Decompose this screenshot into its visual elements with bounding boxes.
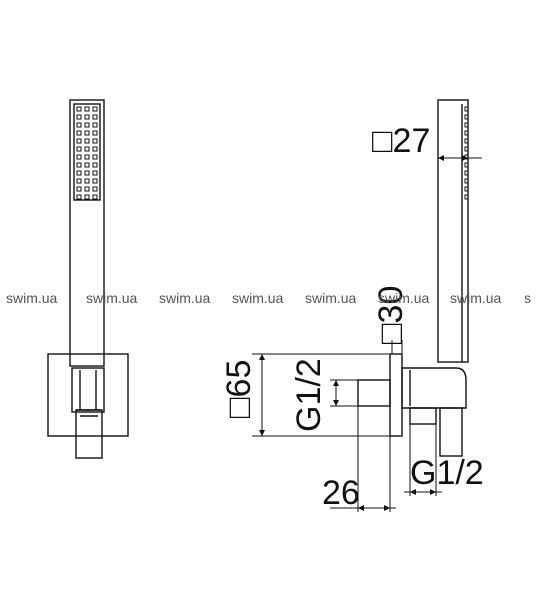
handle-width-label: □27 <box>372 122 430 160</box>
holder-width-label: □30 <box>372 286 410 344</box>
depth-label: 26 <box>322 474 360 512</box>
nozzle-icon <box>92 178 98 184</box>
outlet-fitting-side <box>357 379 391 407</box>
holder-front <box>71 367 105 413</box>
nozzle-icon <box>76 114 82 120</box>
nozzle-icon <box>84 114 90 120</box>
nozzle-icon <box>92 122 98 128</box>
spray-face <box>73 103 101 201</box>
nozzle-icon <box>84 122 90 128</box>
nozzle-icon <box>84 186 90 192</box>
holder-body-side <box>401 367 467 409</box>
watermark-text: swim.ua <box>450 290 502 306</box>
watermark-row: swim.ua swim.ua swim.ua swim.ua swim.ua … <box>6 290 531 306</box>
watermark-text: swim.ua <box>6 290 58 306</box>
nozzle-icon <box>76 146 82 152</box>
side-nozzle-icon <box>464 138 469 144</box>
nozzle-icon <box>76 178 82 184</box>
nozzle-icon <box>76 122 82 128</box>
nozzle-icon <box>84 178 90 184</box>
nozzle-icon <box>76 154 82 160</box>
hose-connector-side <box>439 407 463 457</box>
handle-body-side <box>437 99 469 363</box>
nozzle-icon <box>92 170 98 176</box>
spray-nozzles <box>76 106 98 200</box>
side-nozzle-icon <box>464 106 469 112</box>
nozzle-icon <box>76 194 82 200</box>
watermark-text: swim.ua <box>86 290 138 306</box>
nozzle-icon <box>92 130 98 136</box>
nozzle-icon <box>92 138 98 144</box>
nozzle-icon <box>76 162 82 168</box>
nozzle-icon <box>84 170 90 176</box>
nozzle-icon <box>84 106 90 112</box>
nozzle-icon <box>84 146 90 152</box>
nozzle-icon <box>84 154 90 160</box>
side-nozzle-icon <box>464 186 469 192</box>
nozzle-icon <box>84 130 90 136</box>
nozzle-icon <box>84 162 90 168</box>
watermark-text: swim.ua <box>159 290 211 306</box>
side-nozzle-icon <box>464 114 469 120</box>
side-nozzle-icon <box>464 122 469 128</box>
watermark-text: swim.ua <box>305 290 357 306</box>
nozzle-icon <box>76 106 82 112</box>
nozzle-icon <box>76 186 82 192</box>
dimension-arrows <box>259 155 468 511</box>
nozzle-icon <box>92 194 98 200</box>
nozzle-icon <box>76 170 82 176</box>
plate-size-label: □65 <box>220 360 258 418</box>
handle-body-front <box>69 99 105 367</box>
front-view <box>47 99 129 459</box>
nozzle-icon <box>92 186 98 192</box>
outlet-thread-label: G1/2 <box>290 358 328 432</box>
nozzle-icon <box>92 106 98 112</box>
nozzle-icon <box>76 138 82 144</box>
side-nozzle-icon <box>464 194 469 200</box>
inlet-fitting-side <box>409 407 437 425</box>
watermark-text: s <box>524 290 531 306</box>
wall-plate-side <box>389 353 403 437</box>
nozzle-icon <box>84 194 90 200</box>
inlet-connector-front <box>75 409 103 459</box>
nozzle-icon <box>84 138 90 144</box>
nozzle-icon <box>92 162 98 168</box>
side-nozzle-icon <box>464 130 469 136</box>
watermark-text: swim.ua <box>232 290 284 306</box>
nozzle-icon <box>92 146 98 152</box>
inlet-thread-label: G1/2 <box>410 454 484 492</box>
nozzle-icon <box>76 130 82 136</box>
side-nozzle-icon <box>464 178 469 184</box>
nozzle-icon <box>92 154 98 160</box>
nozzle-icon <box>92 114 98 120</box>
side-nozzle-icon <box>464 170 469 176</box>
wall-plate-front <box>47 353 129 437</box>
side-view <box>357 99 469 457</box>
watermark-text: swim.ua <box>378 290 430 306</box>
